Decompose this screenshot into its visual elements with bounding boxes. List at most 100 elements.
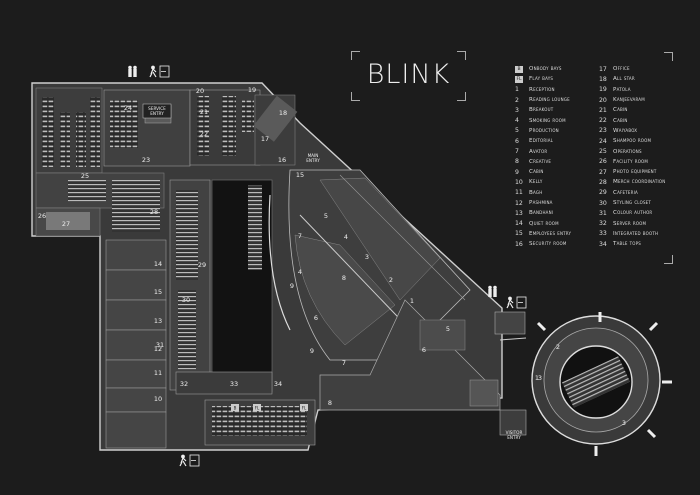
room-label: 21 [200, 108, 208, 116]
legend-item-number: 9 [515, 168, 519, 176]
legend-item-number: 26 [599, 158, 607, 166]
legend-item-number: 31 [599, 209, 607, 217]
room-label: 5 [446, 325, 450, 333]
room-label: 10 [154, 395, 162, 403]
room-label: 11 [154, 369, 162, 377]
visitor-entry-label: ENTRY [507, 435, 521, 440]
room-label: 4 [298, 268, 302, 276]
legend-item-label: Colour author [613, 210, 653, 217]
room-label: 34 [274, 380, 282, 388]
room-label: 31 [156, 341, 164, 349]
left-column-rooms [105, 239, 167, 449]
bay-key: FL [255, 406, 260, 411]
legend-item-number: 6 [515, 137, 519, 145]
legend-item: 23 Waiyabox [599, 126, 665, 136]
legend-item-label: Reading lounge [529, 97, 570, 104]
legend-item: 30 Styling closet [599, 198, 665, 208]
legend-item-number: 32 [599, 220, 607, 228]
room-label: 22 [200, 130, 208, 138]
exit-icons [128, 65, 527, 467]
room-label: 23 [142, 156, 150, 164]
room-label: 19 [248, 86, 256, 94]
legend-item-label: Bagh [529, 189, 543, 196]
room-label: 7 [342, 359, 346, 367]
room-label: 1 [410, 297, 414, 305]
lower-right-area [319, 299, 527, 436]
cafeteria [169, 179, 316, 446]
legend-item-label: Employees entry [529, 230, 572, 237]
angled-wing [268, 169, 471, 361]
legend-item-label: Integrated booth [613, 230, 659, 237]
room-label: 3 [538, 374, 542, 382]
room-label: 18 [279, 109, 287, 117]
legend-item: 26 Facility room [599, 157, 665, 167]
legend-item-number: 25 [599, 148, 607, 156]
legend-item-label: Pashmina [529, 200, 553, 206]
legend-item-number: 3 [515, 106, 519, 114]
legend-item-number: 30 [599, 199, 607, 207]
room-label: 24 [124, 104, 132, 112]
bay-markers: B FL FL [231, 404, 308, 411]
legend-item: 32 Server room [599, 218, 665, 228]
legend-item-label: Server room [613, 220, 647, 227]
legend-item-label: Production [529, 127, 559, 134]
room-label: 15 [296, 171, 304, 179]
room-label: 5 [324, 212, 328, 220]
room-label: 25 [81, 172, 89, 180]
legend-item-number: 34 [599, 240, 607, 248]
legend-item-number: 33 [599, 230, 607, 238]
legend-item-label: Quiet room [529, 220, 559, 227]
legend-item-number: 5 [515, 127, 519, 135]
legend-item-label: Kelly [529, 179, 543, 186]
legend-item-number: 20 [599, 96, 607, 104]
legend-item-number: 18 [599, 75, 607, 83]
room-label: 8 [328, 399, 332, 407]
legend-item-label: Smoking room [529, 117, 566, 124]
room-label: 7 [298, 232, 302, 240]
legend-item-number: 7 [515, 148, 519, 156]
legend-item-number: 21 [599, 106, 607, 114]
legend-key-label: Onbody bays [529, 66, 562, 73]
room-label: 27 [62, 220, 70, 228]
brand-title-box: BLINK [351, 51, 466, 101]
legend-item-label: Styling closet [613, 200, 652, 206]
legend-item-label: Editorial [529, 138, 554, 145]
legend-item: 20 Kanjeevaram [599, 95, 665, 105]
legend-key-row: FL Flay bays [515, 74, 571, 84]
bay-key: B [234, 406, 237, 411]
room-label: 16 [278, 156, 286, 164]
exit-icon [179, 454, 200, 467]
legend-item-number: 28 [599, 178, 607, 186]
legend-item-label: Kanjeevaram [613, 97, 645, 104]
legend-item-number: 23 [599, 127, 607, 135]
legend-item-number: 22 [599, 117, 607, 125]
legend-item-label: Facility room [613, 158, 649, 165]
main-entry-label: MAIN [308, 153, 319, 158]
legend-item-label: Shampoo room [613, 138, 652, 145]
room-label: 17 [261, 135, 269, 143]
legend-item-label: Security room [529, 241, 567, 248]
room-label: 13 [154, 317, 162, 325]
frame-corner [664, 52, 673, 61]
legend-item-label: Avator [529, 148, 548, 155]
legend-item-label: Waiyabox [613, 127, 638, 134]
main-entry-label: ENTRY [306, 158, 320, 163]
service-entry-label: SERVICE [148, 106, 166, 111]
